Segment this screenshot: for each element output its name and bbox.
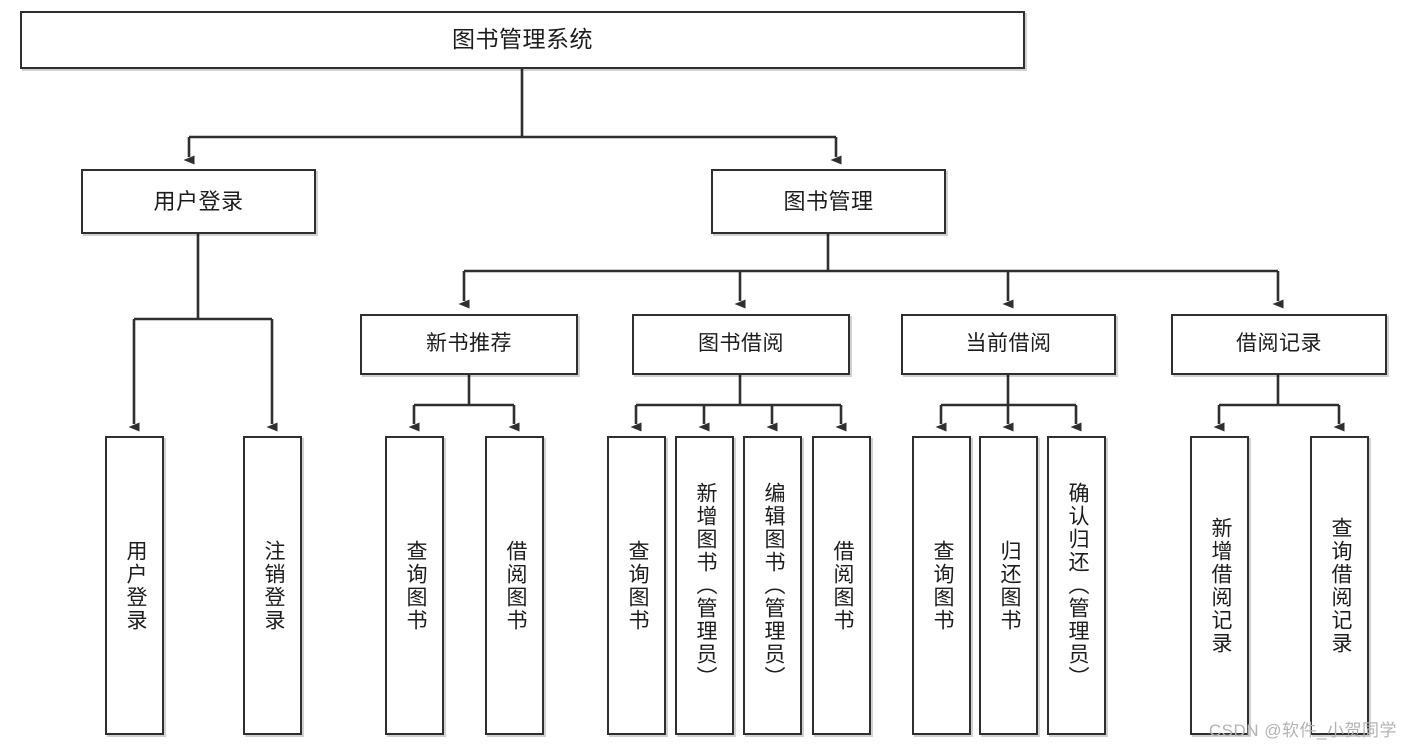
leaf-borrow-query-book[interactable]: 查询图书 <box>607 436 666 735</box>
node-label: 编辑图书（管理员） <box>761 482 785 689</box>
watermark-text: CSDN @软件_小贺同学 <box>1208 721 1397 740</box>
leaf-recommend-borrow-book[interactable]: 借阅图书 <box>485 436 544 735</box>
leaf-borrow-borrow-book[interactable]: 借阅图书 <box>812 436 871 735</box>
node-label: 借阅图书 <box>830 539 854 632</box>
node-label: 查询图书 <box>930 539 954 632</box>
node-label: 用户登录 <box>153 188 244 214</box>
leaf-user-login-login[interactable]: 用户登录 <box>105 436 164 735</box>
leaf-user-login-logout[interactable]: 注销登录 <box>243 436 302 735</box>
node-label: 新书推荐 <box>426 332 512 356</box>
leaf-current-return-book[interactable]: 归还图书 <box>979 436 1038 735</box>
node-label: 归还图书 <box>997 539 1021 632</box>
leaf-records-add-record[interactable]: 新增借阅记录 <box>1190 436 1249 735</box>
node-label: 新增图书（管理员） <box>693 482 717 689</box>
node-label: 新增借阅记录 <box>1208 516 1232 655</box>
node-current-borrow[interactable]: 当前借阅 <box>901 314 1116 375</box>
leaf-borrow-add-book-admin[interactable]: 新增图书（管理员） <box>675 436 734 735</box>
node-label: 图书管理系统 <box>452 26 593 53</box>
node-label: 用户登录 <box>123 539 147 632</box>
node-label: 图书借阅 <box>698 332 784 356</box>
node-label: 查询图书 <box>625 539 649 632</box>
node-label: 注销登录 <box>261 539 285 632</box>
node-label: 确认归还（管理员） <box>1065 482 1089 689</box>
node-label: 图书管理 <box>783 188 874 214</box>
node-new-book-recommend[interactable]: 新书推荐 <box>360 314 578 375</box>
leaf-records-query-record[interactable]: 查询借阅记录 <box>1310 436 1369 735</box>
node-label: 查询借阅记录 <box>1328 516 1352 655</box>
leaf-current-query-book[interactable]: 查询图书 <box>912 436 971 735</box>
leaf-recommend-query-book[interactable]: 查询图书 <box>385 436 444 735</box>
node-book-management[interactable]: 图书管理 <box>711 169 946 234</box>
leaf-borrow-edit-book-admin[interactable]: 编辑图书（管理员） <box>743 436 802 735</box>
node-label: 借阅图书 <box>503 539 527 632</box>
node-user-login[interactable]: 用户登录 <box>81 169 316 234</box>
node-label: 查询图书 <box>403 539 427 632</box>
leaf-current-confirm-return-admin[interactable]: 确认归还（管理员） <box>1047 436 1106 735</box>
node-root-system[interactable]: 图书管理系统 <box>20 11 1025 69</box>
node-borrow-records[interactable]: 借阅记录 <box>1171 314 1387 375</box>
node-label: 当前借阅 <box>965 332 1052 356</box>
node-label: 借阅记录 <box>1236 332 1322 356</box>
node-book-borrow[interactable]: 图书借阅 <box>632 314 850 375</box>
